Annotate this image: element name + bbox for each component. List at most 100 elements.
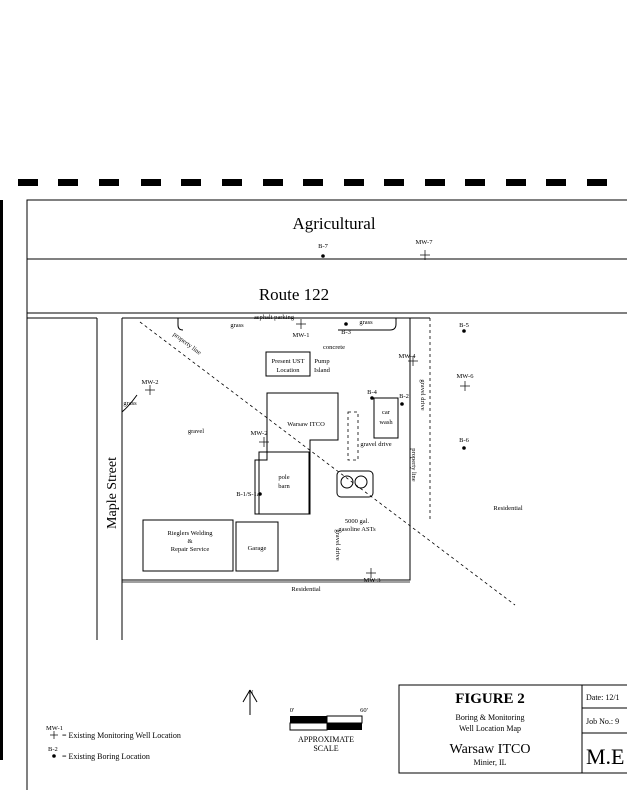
svg-text:B-2: B-2 bbox=[399, 393, 409, 400]
garage-label: Garage bbox=[248, 545, 267, 552]
car-wash bbox=[373, 397, 399, 439]
gravel-drive-vertical-label: gravel drive bbox=[419, 379, 426, 410]
svg-text:MW-3: MW-3 bbox=[364, 577, 381, 584]
svg-text:MW-2: MW-2 bbox=[142, 379, 159, 386]
svg-text:B-6: B-6 bbox=[459, 437, 470, 444]
warsaw-itco-building-label: Warsaw ITCO bbox=[287, 421, 325, 428]
grass-label-2: grass bbox=[230, 322, 244, 329]
approximate-scale: 0' 60' APPROXIMATE SCALE bbox=[289, 707, 368, 753]
scale-label-2: SCALE bbox=[313, 744, 338, 753]
boring-b6: B-6 bbox=[459, 437, 470, 450]
car-wash-label-1: car bbox=[382, 409, 391, 416]
present-ust-label-1: Present UST bbox=[271, 358, 304, 365]
figure-subtitle-2: Well Location Map bbox=[459, 724, 521, 733]
grass-label-1: grass bbox=[123, 400, 137, 407]
property-line-diagonal-label: property line bbox=[171, 331, 202, 357]
residential-right-label: Residential bbox=[493, 505, 522, 512]
car-wash-label-2: wash bbox=[379, 419, 393, 426]
well-mw2-left: MW-2 bbox=[142, 379, 159, 395]
svg-text:B-7: B-7 bbox=[318, 243, 329, 250]
grass-corner-curve bbox=[121, 394, 138, 413]
property-line-vertical-label: property line bbox=[410, 448, 417, 482]
svg-text:B-4: B-4 bbox=[367, 389, 378, 396]
present-ust-label-2: Location bbox=[276, 367, 300, 374]
legend-boring-text: = Existing Boring Location bbox=[62, 752, 150, 761]
ast-label-1: 5000 gal. bbox=[345, 518, 370, 525]
ast-tank-1 bbox=[340, 475, 354, 489]
canopy-outline bbox=[347, 411, 359, 461]
legend-boring-label: B-2 bbox=[48, 746, 58, 753]
pump-label-2: Island bbox=[314, 367, 331, 374]
ast-tank-2 bbox=[354, 475, 368, 489]
legend-well-label: MW-1 bbox=[46, 725, 63, 732]
property-boundary bbox=[122, 317, 411, 581]
pole-barn-label-1: pole bbox=[278, 474, 289, 481]
legend-well-text: = Existing Monitoring Well Location bbox=[62, 731, 181, 740]
gravel-drive-small-label: gravel drive bbox=[334, 529, 341, 560]
boring-b5: B-5 bbox=[459, 322, 469, 333]
well-mw3: MW-3 bbox=[364, 568, 381, 584]
grass-island-left bbox=[177, 318, 184, 331]
svg-text:MW-6: MW-6 bbox=[457, 373, 475, 380]
diagonal-property-line bbox=[139, 321, 516, 606]
job-number-field: Job No.: 9 bbox=[586, 717, 619, 726]
rieglers-label-3: Repair Service bbox=[171, 546, 210, 553]
residential-bottom-label: Residential bbox=[291, 586, 320, 593]
figure-number: FIGURE 2 bbox=[455, 691, 525, 707]
svg-text:B-5: B-5 bbox=[459, 322, 469, 329]
ast-containment bbox=[336, 470, 374, 498]
pole-barn bbox=[258, 451, 310, 515]
figure-subtitle-1: Boring & Monitoring bbox=[456, 713, 525, 722]
well-mw7: MW-7 bbox=[416, 239, 434, 260]
north-arrow-icon: N bbox=[242, 689, 258, 715]
garage-building bbox=[235, 521, 279, 572]
well-mw4: MW-4 bbox=[399, 353, 418, 366]
ast-label-2: gasoline ASTs bbox=[338, 526, 376, 533]
agricultural-label: Agricultural bbox=[292, 214, 375, 233]
svg-text:MW-4: MW-4 bbox=[399, 353, 417, 360]
warsaw-itco-building bbox=[254, 392, 339, 515]
asphalt-parking-label: asphalt parking bbox=[254, 314, 295, 321]
svg-text:MW-7: MW-7 bbox=[416, 239, 434, 246]
top-dashed-boundary bbox=[18, 179, 607, 186]
svg-text:B-3: B-3 bbox=[341, 329, 351, 336]
grass-label-3: grass bbox=[359, 319, 373, 326]
boring-b1: B-1/S-1a bbox=[236, 491, 262, 498]
site-name: Warsaw ITCO bbox=[450, 742, 531, 757]
scale-sixty-label: 60' bbox=[360, 707, 368, 714]
well-mw6: MW-6 bbox=[457, 373, 475, 391]
svg-text:MW-2: MW-2 bbox=[251, 430, 268, 437]
rieglers-building bbox=[142, 519, 234, 572]
left-edge-bar bbox=[0, 200, 3, 760]
grass-island-right bbox=[338, 318, 397, 331]
rieglers-label-1: Rieglers Welding bbox=[167, 530, 213, 537]
boring-b2: B-2 bbox=[399, 393, 409, 406]
route-label: Route 122 bbox=[259, 285, 329, 304]
concrete-label: concrete bbox=[323, 344, 345, 351]
company-logo: M.E bbox=[586, 744, 625, 769]
pole-barn-label-2: barn bbox=[278, 483, 290, 490]
site-town: Minier, IL bbox=[473, 758, 506, 767]
scale-zero-label: 0' bbox=[290, 707, 294, 714]
maple-street-label: Maple Street bbox=[105, 457, 120, 529]
well-mw5: MW-2 bbox=[251, 430, 269, 447]
legend: MW-1 = Existing Monitoring Well Location… bbox=[46, 725, 181, 761]
frame-border bbox=[26, 199, 627, 790]
title-block: FIGURE 2 Boring & Monitoring Well Locati… bbox=[398, 684, 627, 774]
well-mw1: MW-1 bbox=[293, 319, 310, 339]
svg-text:MW-1: MW-1 bbox=[293, 332, 310, 339]
gravel-drive-2-label: gravel drive bbox=[360, 441, 391, 448]
scale-label-1: APPROXIMATE bbox=[298, 735, 354, 744]
boring-b4: B-4 bbox=[367, 389, 378, 400]
date-field: Date: 12/1 bbox=[586, 693, 620, 702]
svg-text:N: N bbox=[249, 689, 254, 696]
gravel-label: gravel bbox=[188, 428, 204, 435]
svg-text:B-1/S-1a: B-1/S-1a bbox=[236, 491, 260, 498]
boring-b7: B-7 bbox=[318, 243, 329, 258]
present-ust-box bbox=[265, 351, 311, 377]
pump-label-1: Pump bbox=[314, 358, 329, 365]
boring-b3: B-3 bbox=[341, 322, 351, 336]
rieglers-label-2: & bbox=[187, 538, 192, 545]
